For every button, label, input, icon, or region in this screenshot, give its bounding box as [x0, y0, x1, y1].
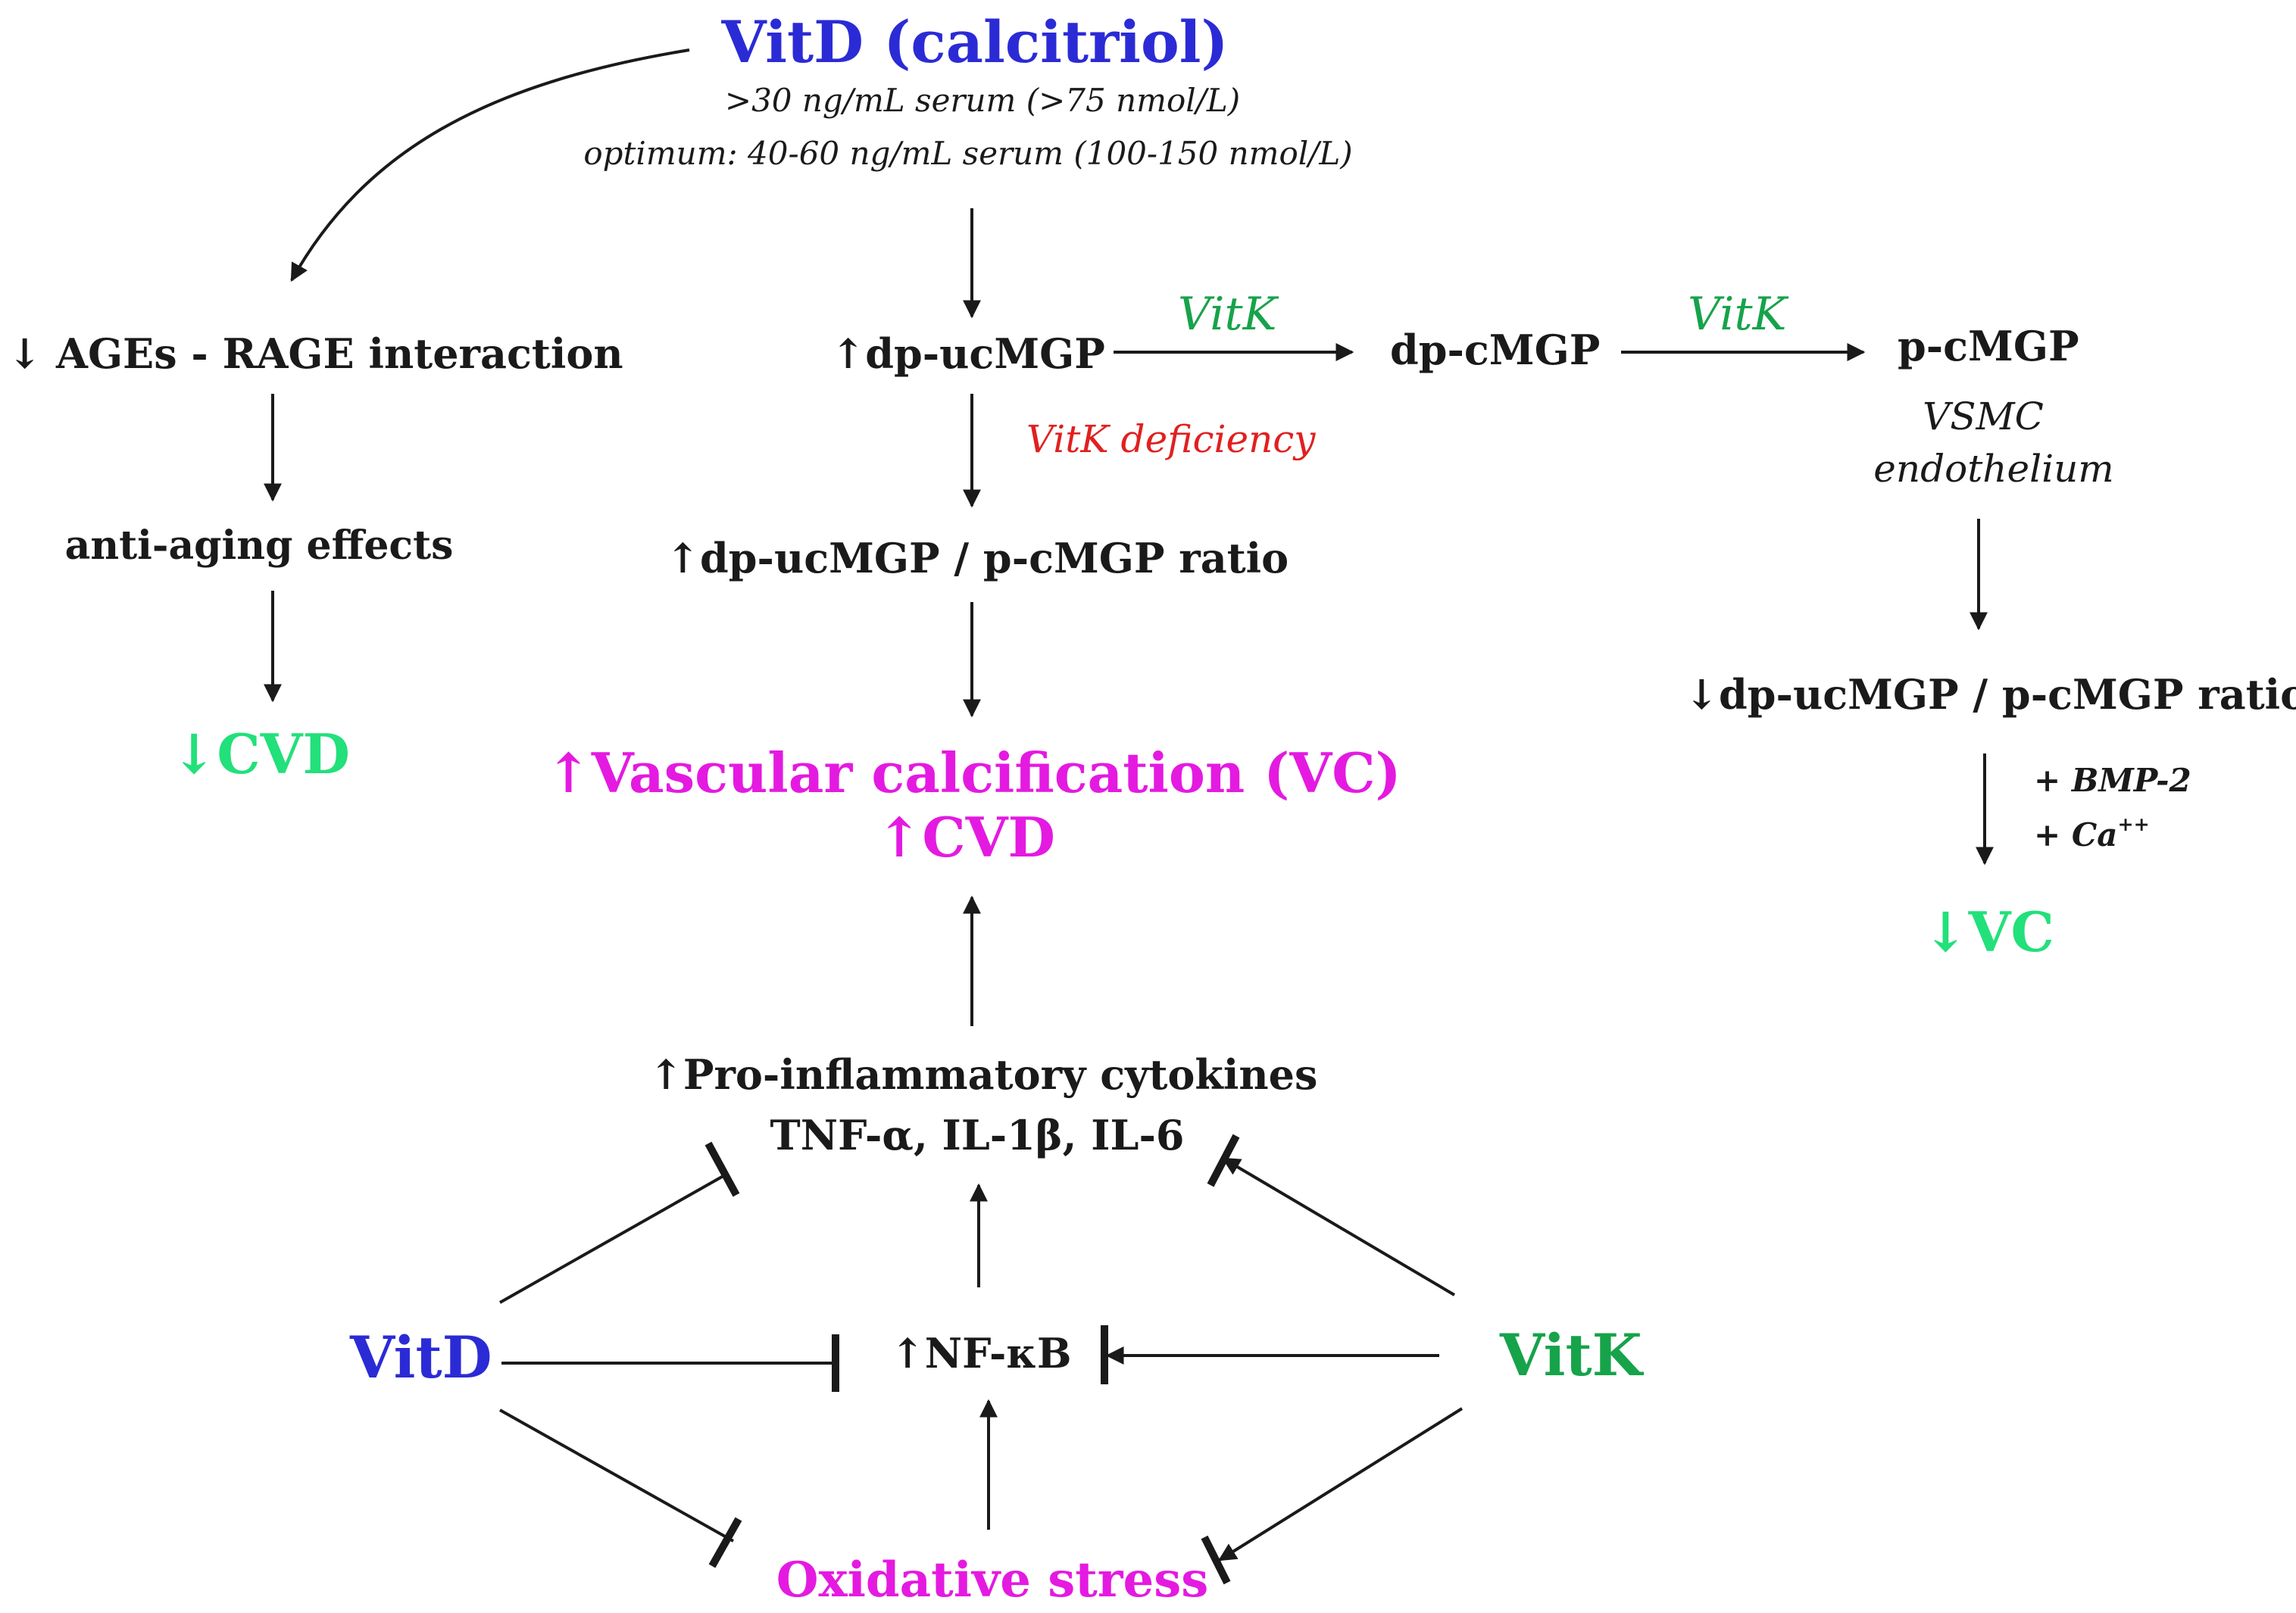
bmp2-label: + BMP-2 [2034, 762, 2191, 799]
arrow-vitk-to-cytokines [1221, 1157, 1456, 1296]
pro-inflammatory-cytokines: ↑Pro-inflammatory cytokines [648, 1050, 1318, 1099]
vitd-threshold: >30 ng/mL serum (>75 nmol/L) [724, 82, 1241, 119]
ratio-decrease: ↓dp-ucMGP / p-cMGP ratio [1684, 670, 2296, 719]
inhibit-bar-vitk-oxstress [1201, 1535, 1231, 1585]
ages-rage-interaction: ↓ AGEs - RAGE interaction [8, 329, 623, 378]
nf-kb: ↑NF-κB [890, 1329, 1072, 1377]
ratio-increase: ↑dp-ucMGP / p-cMGP ratio [665, 534, 1289, 582]
anti-aging-effects: anti-aging effects [64, 523, 454, 569]
vitk-deficiency: VitK deficiency [1026, 417, 1316, 461]
cvd-decrease: ↓CVD [171, 722, 350, 786]
arrow-vitk-to-oxstress [1217, 1407, 1464, 1562]
inhibit-bar-cytokines [704, 1141, 740, 1197]
cytokines-list: TNF-α, IL-1β, IL-6 [770, 1111, 1185, 1159]
calcium-label: + Ca++ [2034, 814, 2150, 853]
inhibit-vitd-to-oxstress [499, 1409, 734, 1543]
inhibit-bar-oxstress [708, 1517, 742, 1568]
vitd-title: VitD (calcitriol) [721, 8, 1229, 76]
vitk-label-1: VitK [1178, 288, 1277, 341]
endothelium: endothelium [1873, 447, 2114, 491]
cvd-increase: ↑CVD [876, 805, 1055, 869]
inhibit-bar-vitk-cytokines [1207, 1134, 1240, 1187]
p-cmgp: p-cMGP [1898, 322, 2079, 370]
arrow-vitd-to-ages [290, 48, 690, 282]
dp-ucmgp-increase: ↑dp-ucMGP [831, 329, 1105, 378]
vitk-node: VitK [1500, 1321, 1642, 1389]
oxidative-stress: Oxidative stress [776, 1552, 1209, 1608]
calcium-charge: ++ [2117, 813, 2150, 835]
vsmc: VSMC [1923, 395, 2044, 438]
inhibit-vitd-to-cytokines [499, 1172, 728, 1304]
vitd-node: VitD [350, 1324, 492, 1391]
dp-cmgp: dp-cMGP [1390, 326, 1601, 374]
vascular-calcification-increase: ↑Vascular calcification (VC) [545, 741, 1401, 805]
vc-decrease: ↓VC [1923, 900, 2054, 964]
vitk-label-2: VitK [1688, 288, 1787, 341]
calcium-base: + Ca [2034, 816, 2118, 853]
vitd-optimum: optimum: 40-60 ng/mL serum (100-150 nmol… [583, 135, 1353, 172]
